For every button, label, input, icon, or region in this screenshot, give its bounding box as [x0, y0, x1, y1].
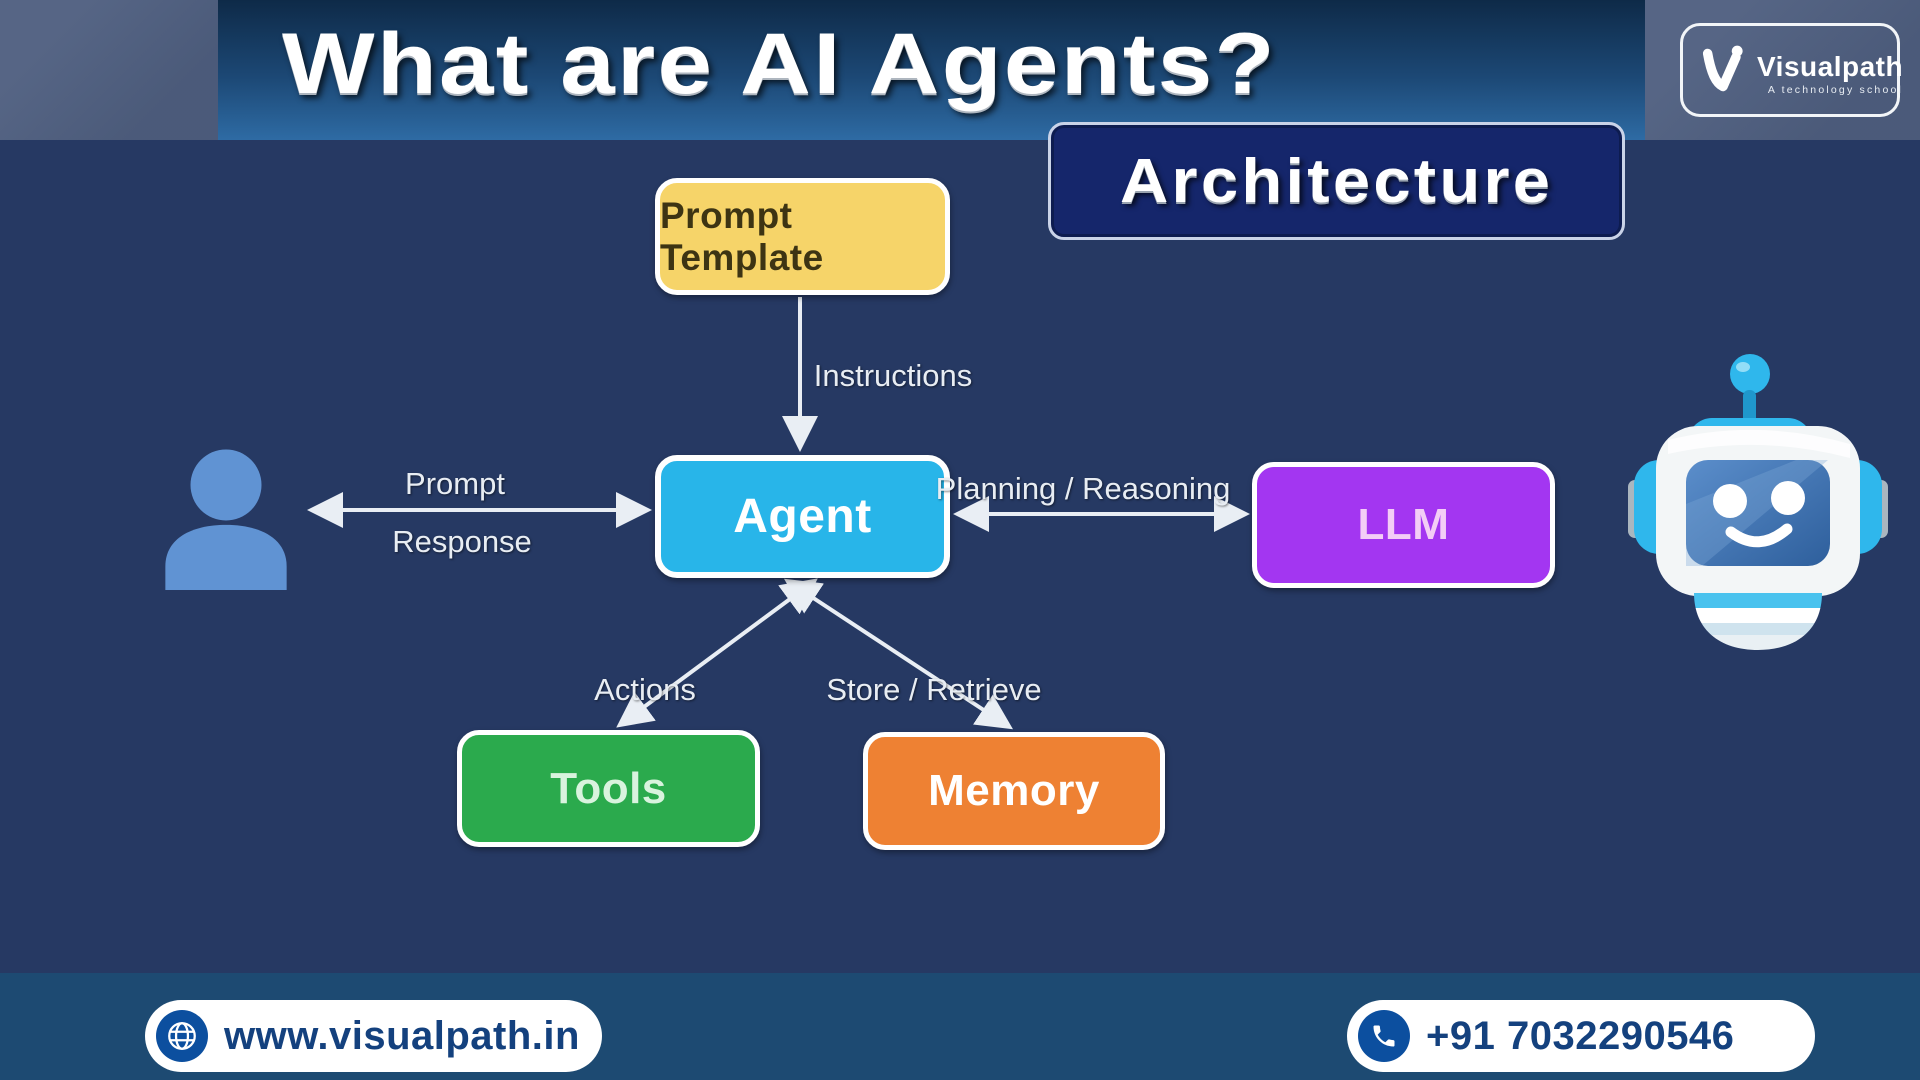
- node-memory: Memory: [863, 732, 1165, 850]
- node-prompt-template: Prompt Template: [655, 178, 950, 295]
- node-tools: Tools: [457, 730, 760, 847]
- node-memory-label: Memory: [928, 766, 1100, 815]
- header-title-band: [218, 0, 1645, 140]
- node-agent-label: Agent: [733, 490, 872, 543]
- header-corner-left: [0, 0, 218, 140]
- edge-label-planning-reasoning: Planning / Reasoning: [935, 471, 1231, 506]
- edge-label-actions: Actions: [594, 672, 696, 707]
- node-agent: Agent: [655, 455, 950, 578]
- edge-label-prompt: Prompt: [405, 466, 505, 501]
- phone-number: +91 7032290546: [1426, 1013, 1735, 1058]
- edge-label-instructions: Instructions: [813, 358, 973, 393]
- node-llm-label: LLM: [1357, 500, 1450, 549]
- edge-label-store-retrieve: Store / Retrieve: [826, 672, 1042, 707]
- phone-pill[interactable]: +91 7032290546: [1347, 1000, 1815, 1072]
- globe-icon: [156, 1010, 208, 1062]
- logo-text: Visualpath A technology school: [1757, 51, 1903, 96]
- logo-tagline: A technology school: [1767, 83, 1904, 96]
- edge-label-response: Response: [392, 524, 532, 559]
- logo-brand: Visualpath: [1757, 50, 1904, 82]
- visualpath-logo: Visualpath A technology school: [1680, 23, 1903, 117]
- architecture-label: Architecture: [1119, 146, 1554, 216]
- architecture-banner: Architecture: [1048, 122, 1625, 240]
- node-llm: LLM: [1252, 462, 1555, 588]
- website-pill[interactable]: www.visualpath.in: [145, 1000, 602, 1072]
- visualpath-v-icon: [1702, 45, 1743, 92]
- robot-mascot: [1628, 354, 1888, 650]
- node-prompt-template-label: Prompt Template: [660, 194, 824, 278]
- user-icon: [165, 449, 287, 590]
- node-tools-label: Tools: [550, 763, 667, 813]
- page-title: What are AI Agents?: [282, 16, 1277, 112]
- phone-icon: [1358, 1010, 1410, 1062]
- website-url: www.visualpath.in: [224, 1013, 580, 1058]
